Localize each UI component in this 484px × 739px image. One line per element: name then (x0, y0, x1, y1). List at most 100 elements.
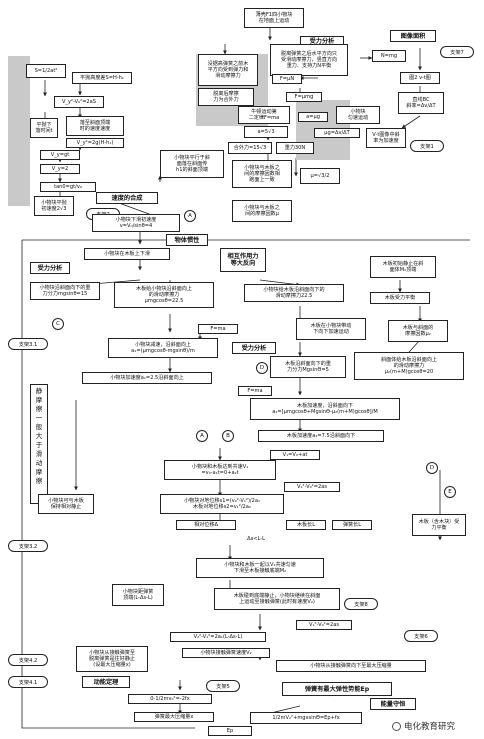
marker-e: E (444, 486, 456, 498)
v2-formula: V₂²-V₁²=2a₁(L-Δs-L) (170, 632, 266, 642)
height: 平抛高度差S=H-h₁ (72, 72, 132, 84)
plate-initial: 木板初始静止在斜 面体M₀顶端 (370, 256, 436, 278)
marker-d-top: D (256, 362, 268, 374)
marker-d: D (426, 462, 438, 474)
object-inertia: 物体惯性 (166, 234, 208, 246)
fall-speed: 落至斜面顶端 时的速度速度 (66, 116, 124, 136)
marker-c-top: C (52, 318, 64, 330)
branch-3-1[interactable]: 支架3.1 (8, 338, 48, 350)
mutual-force: 相互作用力 等大反向 (220, 248, 266, 272)
slope: 直线BC 斜率=Δv/ΔT (398, 92, 444, 114)
stop-plate: 木板碰到底端静止，小物块继续在斜面 上运动至接触弹簧(此时有速度V₂) (214, 588, 340, 610)
plate-len: 木板长L (286, 520, 326, 530)
max-compress: 小物块从接触弹簧向下至最大压缩量 (276, 660, 426, 672)
force-analysis-2: 受力分析 (30, 262, 70, 274)
watermark: 电化教育研究 (392, 720, 455, 732)
branch-3-2[interactable]: 支架3.2 (8, 540, 48, 552)
spring-len: 弹簧长L (332, 520, 372, 530)
zero-eq: 0-1/2mv₀²=-2fx (128, 694, 212, 704)
spring-compress: 小物块从接触弹簧至 脱离弹簧是往好静止 (设最大压缩量x) (76, 646, 148, 672)
slope-friction: 没据高弹簧之前木 平方向受到弹力和 滑动摩擦力 (198, 54, 258, 86)
v-eq: V₁=V₀+at (270, 450, 320, 460)
watermark-text: 电化教育研究 (404, 722, 456, 732)
static-label: 静 摩 擦 一 般 大 于 滑 动 摩 擦 (30, 384, 48, 504)
s-formula: S=1/2at² (26, 64, 66, 78)
block-plate-friction: 小物块与木板之 间的摩擦因数μ (232, 200, 292, 222)
block-gives-down: 小物块给木板沿斜面向下的 滑动摩擦力22.5 (244, 284, 344, 302)
vy2-alt: V_y²=2g(H-h₁) (66, 138, 124, 148)
plate-accel-val: 木板加速度a₂=7.5沿斜面向下 (258, 430, 384, 442)
branch-6[interactable]: 支架6 (404, 630, 438, 642)
plate-friction-up: 木板给小物块沿斜面向上 的滑动摩擦力 μmgcosθ=22.5 (114, 282, 214, 308)
vy-2: V_y=2 (40, 164, 80, 174)
gravity: 重力30N (276, 142, 314, 154)
force-analysis-3: 受力分析 (232, 342, 276, 354)
after-spring2: 脱离后摩擦 力为合外力 (198, 88, 254, 106)
plate-moving: 木板在小物块带动 下向下加速运动 (296, 318, 366, 340)
branch-8[interactable]: 支架8 (344, 598, 378, 610)
shade-left (8, 56, 30, 206)
two-vt: 图2 v-t图 (400, 72, 440, 84)
common-speed: 小物块和木板达到共速V₁ =v₀-a₁t=0+a₂t (164, 460, 276, 480)
spring-max: 弹簧有最大弹性势能Ep (282, 682, 392, 696)
branch-4-1[interactable]: 支架4.1 (8, 676, 48, 688)
f-ma: F=ma (198, 324, 238, 334)
vy-gt: V_y=gt (40, 150, 80, 160)
speed-synthesis: 速度的合成 (96, 192, 158, 204)
marker-a-top: A (184, 210, 196, 222)
plate-balance2: 木板（含木块）受 力平衡 (412, 514, 466, 536)
plate-gravity: 木板沿斜面向下的重 力分力MgsinΘ=5 (270, 356, 346, 378)
rel-disp: 相对位移Δ (176, 520, 236, 530)
watermark-logo-icon (392, 721, 401, 731)
parallel: 小物块平行于斜 面落在斜面传 h1的斜面顶端 (160, 150, 224, 178)
mu-val: μ=√3/2 (300, 168, 340, 184)
block-accel: 小物块减速，沿斜面向上 a₁=(μmgcosθ-mgsinθ)/m (108, 338, 218, 358)
a-val: a=5√3 (244, 126, 288, 138)
delta-s: Δs<L-L (247, 536, 265, 542)
marker-a: A (196, 430, 208, 442)
marker-b: B (222, 430, 234, 442)
plate-balance: 木板受力平衡 (370, 292, 430, 304)
displacement: 小物块对地位移s1=(v₀²-V₁²)/2a₁ 木板对地位移s2=v₁²/2a₂ (160, 494, 284, 514)
small-flat: 小物块平抛 初速度2√3 (34, 196, 74, 216)
block-down: 小物块沿斜面向下的重 力分力mgsinθ=15 (30, 282, 100, 300)
branch-1[interactable]: 支架1 (410, 140, 444, 152)
a-mu-g: a=μg (298, 112, 328, 122)
spring-top: 小物块距弹簧 顶端(L-Δs-L) (112, 584, 164, 606)
spring-force: 小物块与木板之 间的摩擦因数相 跑面上一致 (232, 160, 292, 188)
v-t2: V₁²-V₀²=2as (296, 620, 352, 630)
vt-image: V-t图像中斜 率为加速度 (366, 128, 406, 148)
branch-5[interactable]: 支架5 (206, 680, 240, 692)
vy2: V_y²-V₀²=2aS (54, 96, 104, 108)
static-keep: 小物块可与木板 保持相对静止 (38, 494, 94, 514)
branch-4-2[interactable]: 支架4.2 (8, 654, 48, 666)
together-move: 小物块和木板一起以V₁共速匀速 下滑至木板接触底端M₂ (196, 558, 324, 578)
energy-cons: 能量守恒 (370, 698, 416, 710)
ep: Ep (208, 726, 252, 736)
mu-g: μg=Δv/ΔT (314, 128, 360, 138)
v2-eq: V₁²-V₀²=2as (284, 482, 340, 492)
tan: tan0=gt/v₀ (40, 182, 96, 192)
combined: 合外力=15√3 (228, 142, 272, 154)
f-mu-mg: F=μmg (286, 92, 322, 102)
kinetic-theorem: 动能定理 (82, 676, 130, 688)
block-slide: 小物块在木板上下滑 (84, 248, 170, 260)
newton2: 牛顿运动第 二定律F=ma (238, 106, 290, 124)
slope-friction-up: 斜面体给木板沿斜面向上 的滑动摩擦力 μ₂(m+M)gcosθ=20 (354, 352, 464, 380)
ep-eq: 1/2mV₂²+mgxsinΘ=Ep+fx (250, 712, 362, 724)
after-spring: 脱离弹簧之后水平方向只 受滑动摩擦力，竖直方向 重力、支持力N平衡 (270, 44, 348, 76)
top-start: 薄壳F1四小物块 在地面上运动 (244, 8, 304, 28)
n-mg: N=mg (372, 50, 406, 62)
f-ma-2: F=ma (238, 386, 272, 396)
fall-desc: 平抛下 落时间t (30, 118, 58, 138)
plate-accel: 木板加速度，沿斜面向下 a₂=[μmgcosθ+MgsinΘ-μ₂(m+M)gc… (250, 398, 400, 420)
image-area: 图像面积 (390, 30, 436, 42)
branch-7[interactable]: 支架7 (440, 46, 474, 58)
block-motion: 小物块 匀速运动 (336, 106, 380, 124)
slide-speed: 小物块下滑初速度 v=V₀/sinθ=4 (92, 214, 180, 232)
block-accel-val: 小物块加速度a₁=2.5沿斜面向上 (82, 372, 212, 384)
plate-slope-friction: 木板与斜面的 摩擦因数μ₂ (388, 320, 448, 342)
max-x: 弹簧最大压缩量x (134, 712, 214, 722)
block-touch-speed: 小物块接触弹簧速度V₂ (182, 648, 270, 658)
